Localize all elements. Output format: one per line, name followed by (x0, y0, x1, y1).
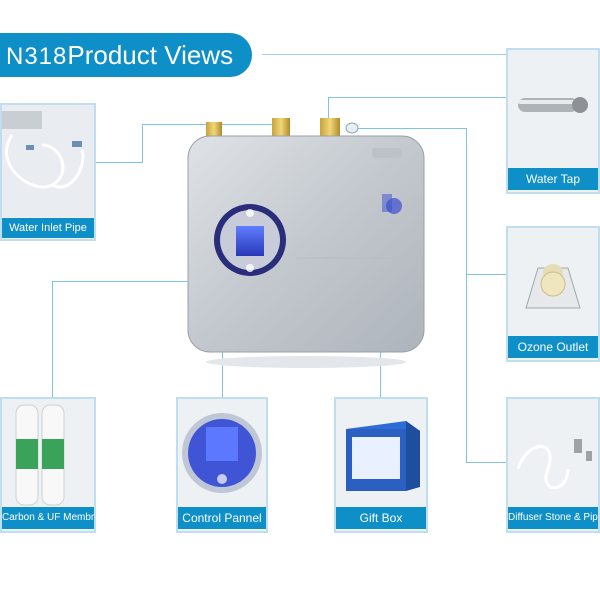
diffuser-image (508, 399, 598, 509)
card-gift-box: Gift Box (334, 397, 428, 533)
inlet-pipe-image (2, 105, 94, 217)
connector-line (52, 281, 53, 399)
ozone-outlet-image (508, 228, 598, 336)
connector-line (328, 97, 506, 98)
connector-line (328, 97, 329, 119)
card-diffuser-stone-pipe: Diffuser Stone & Pipe (506, 397, 600, 533)
card-label: Gift Box (336, 507, 426, 529)
card-carbon-uf-membrane: Carbon & UF Membrane (0, 397, 96, 533)
page-header: N318Product Views (0, 33, 252, 77)
card-label: Control Pannel (178, 507, 266, 529)
header-divider (262, 54, 600, 55)
control-panel-image (178, 399, 266, 509)
card-label: Water Inlet Pipe (2, 218, 94, 238)
connector-line (96, 162, 142, 163)
ozone-purifier-device (186, 118, 426, 370)
card-ozone-outlet: Ozone Outlet (506, 226, 600, 362)
card-label: Diffuser Stone & Pipe (508, 507, 598, 529)
filter-cartridges-image (2, 399, 94, 509)
connector-line (142, 124, 143, 163)
page-title: N318Product Views (6, 40, 233, 71)
connector-line (466, 274, 506, 275)
card-water-inlet-pipe: Water Inlet Pipe (0, 103, 96, 241)
card-label: Carbon & UF Membrane (2, 507, 94, 529)
connector-line (354, 128, 466, 129)
title-text: Product Views (67, 40, 234, 70)
card-water-tap: Water Tap (506, 48, 600, 194)
card-label: Ozone Outlet (508, 336, 598, 358)
model-number: N318 (6, 43, 68, 70)
connector-line (466, 462, 506, 463)
connector-line (52, 281, 198, 282)
gift-box-image (336, 399, 426, 509)
card-label: Water Tap (508, 168, 598, 190)
connector-line (466, 128, 467, 462)
connector-line (380, 338, 381, 398)
card-control-pannel: Control Pannel (176, 397, 268, 533)
water-tap-image (508, 50, 598, 168)
